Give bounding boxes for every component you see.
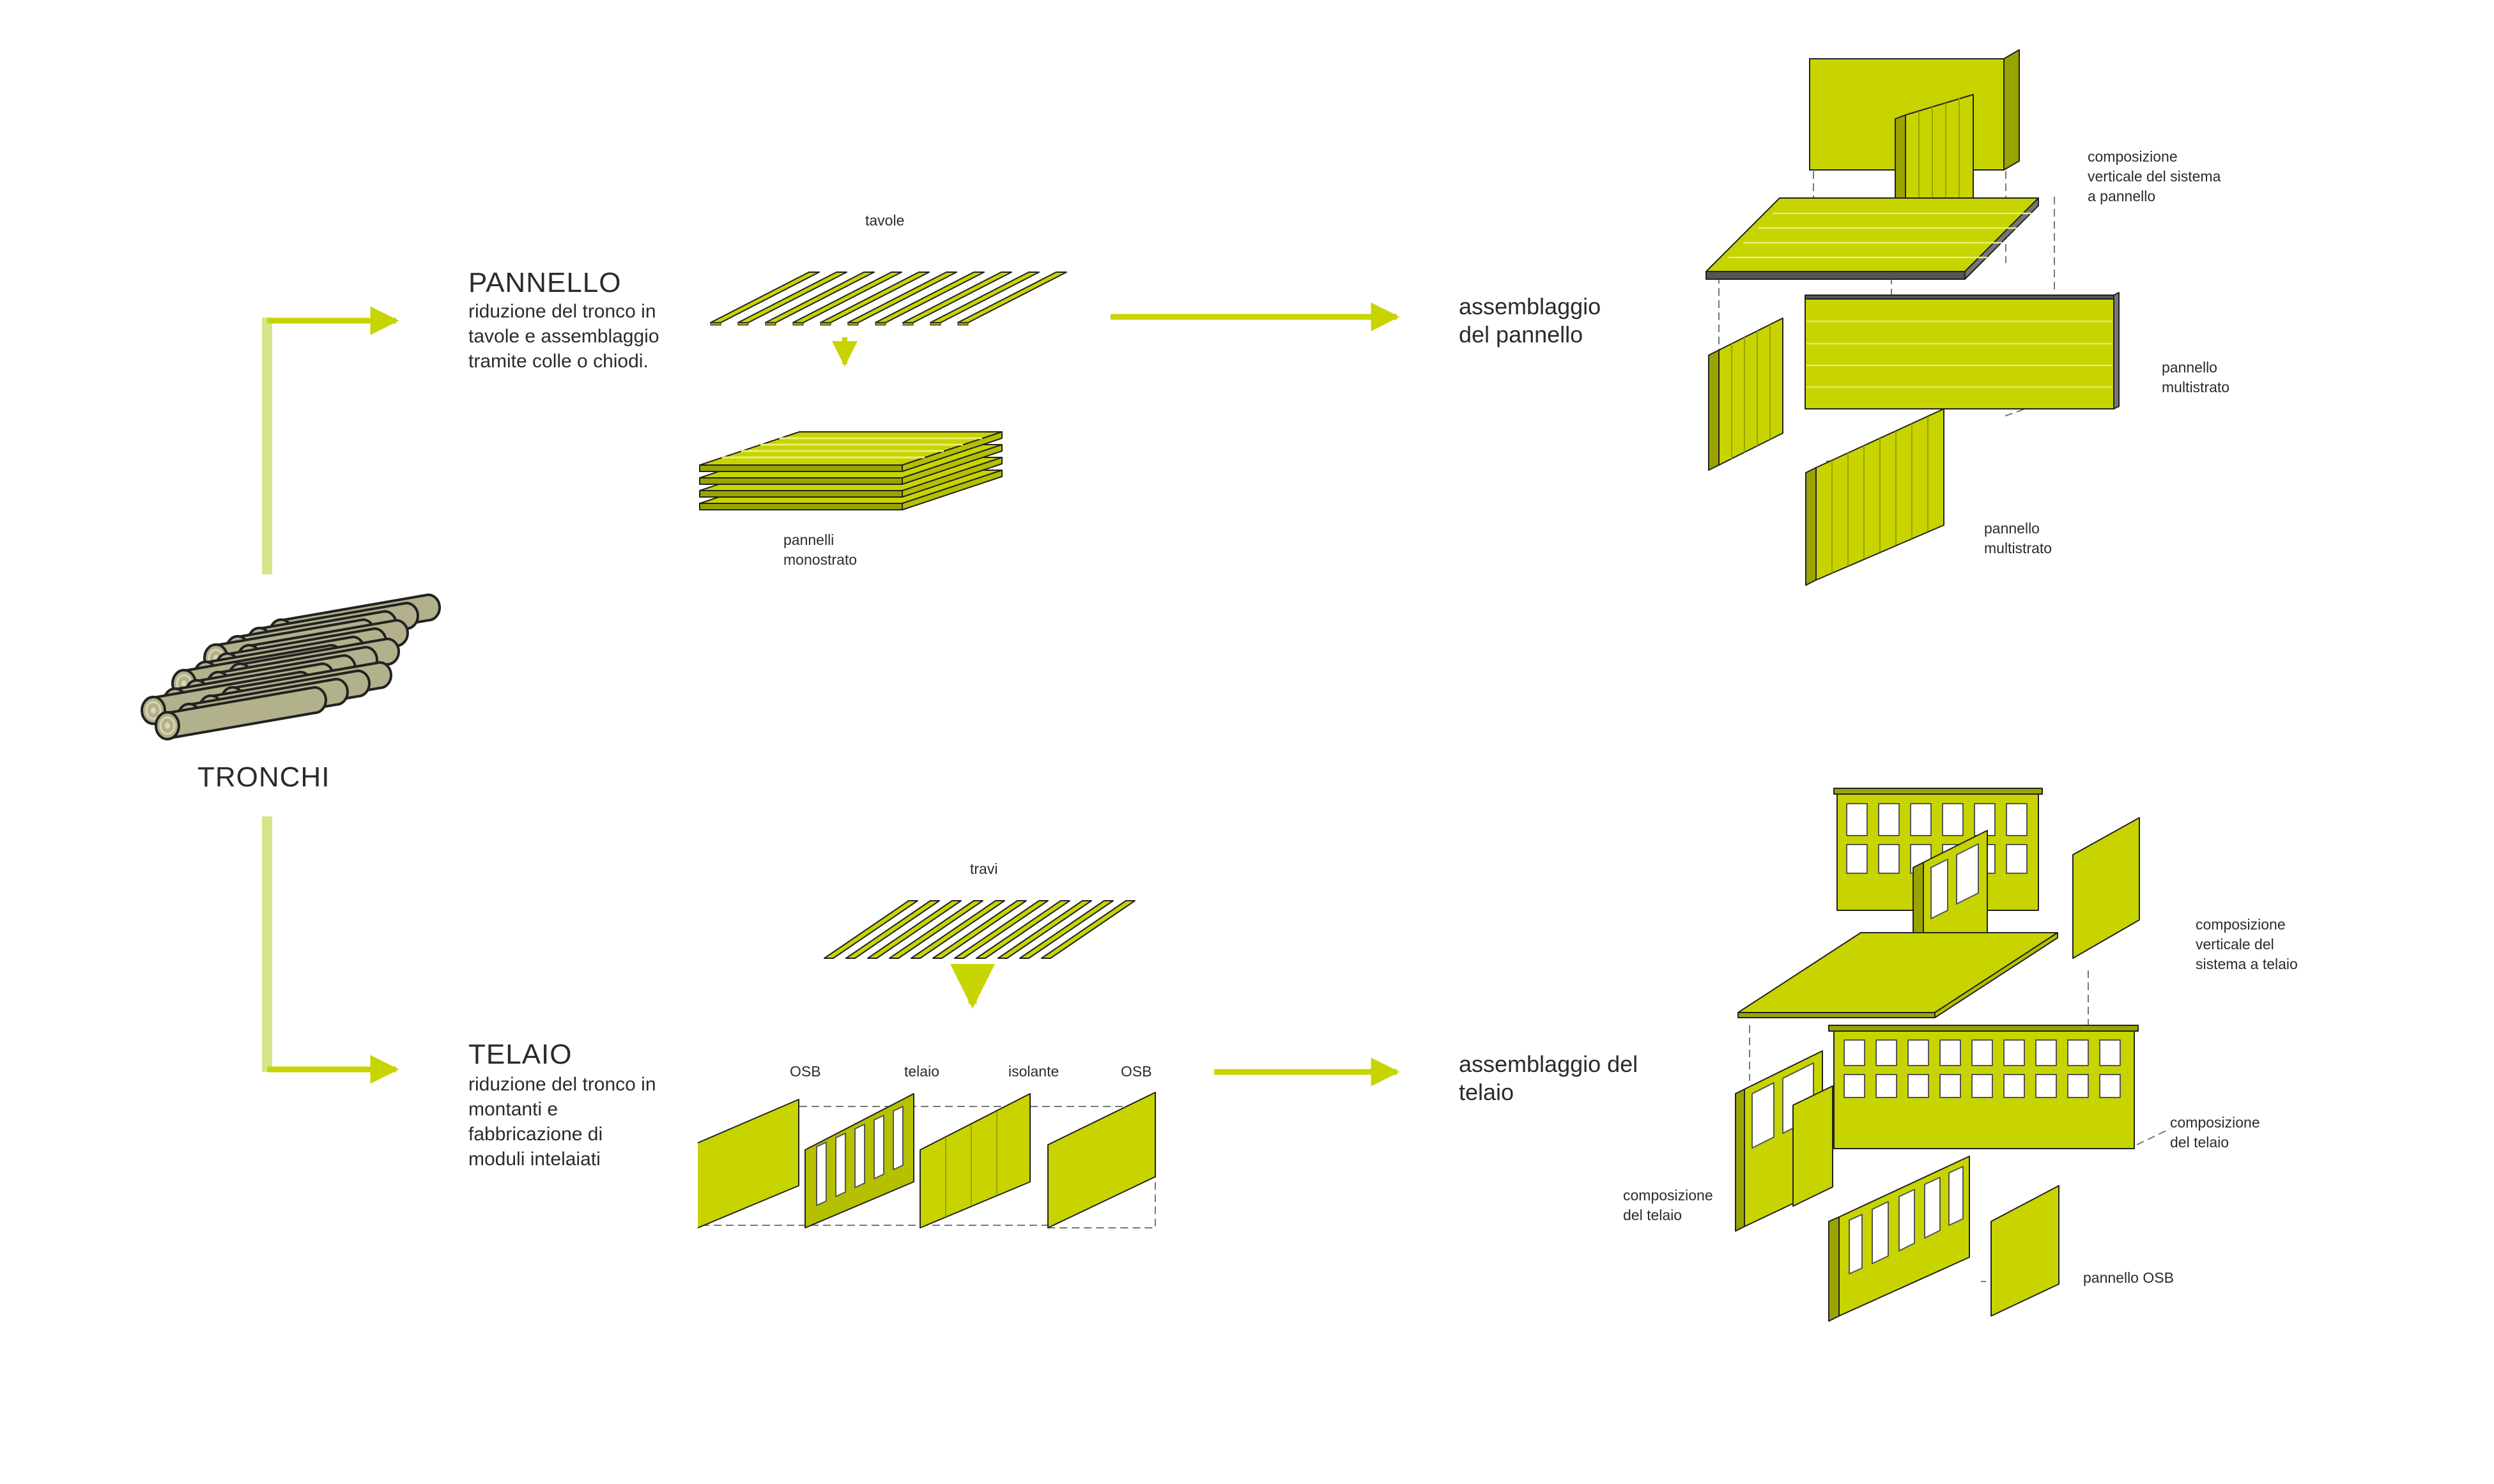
trunk-connector-top xyxy=(262,317,272,574)
composizione-telaio-right-label: composizione del telaio xyxy=(2170,1114,2260,1151)
pannello-description: riduzione del tronco in tavole e assembl… xyxy=(468,301,659,372)
pannello-assembly-diagram xyxy=(1705,49,2120,586)
isolante-label: isolante xyxy=(1008,1063,1059,1080)
pannelli-monostrato-icon xyxy=(699,431,1003,510)
osb-right-label: OSB xyxy=(1121,1063,1152,1080)
log-pile-icon xyxy=(141,593,441,740)
telaio-frame xyxy=(804,1093,914,1228)
osb-right-sheet xyxy=(1047,1092,1156,1228)
composizione-telaio-left-label: composizione del telaio xyxy=(1623,1187,1713,1223)
telaio-title: TELAIO xyxy=(468,1039,573,1070)
assemblaggio-pannello-label: assemblaggio del pannello xyxy=(1459,293,1601,348)
telaio-layer-label: telaio xyxy=(904,1063,939,1080)
flow-connectors xyxy=(262,302,1400,1087)
tavole-label: tavole xyxy=(865,212,905,229)
telaio-layers-diagram xyxy=(697,1092,1156,1228)
tavole-boards-icon xyxy=(710,272,1067,326)
osb-left-sheet xyxy=(697,1099,799,1228)
travi-label: travi xyxy=(970,861,998,877)
assemblaggio-telaio-label: assemblaggio del telaio xyxy=(1459,1051,1638,1105)
pannello-multistrato-bottom-label: pannello multistrato xyxy=(1984,520,2052,556)
telaio-assembly-diagram xyxy=(1735,788,2171,1322)
pannello-title: PANNELLO xyxy=(468,267,622,298)
tronchi-label: TRONCHI xyxy=(197,761,330,793)
pannello-multistrato-right-label: pannello multistrato xyxy=(2162,359,2230,395)
isolante-layer xyxy=(920,1093,1031,1228)
osb-left-label: OSB xyxy=(790,1063,821,1080)
composizione-verticale-telaio-label: composizione verticale del sistema a tel… xyxy=(2196,916,2298,972)
composizione-verticale-pannello-label: composizione verticale del sistema a pan… xyxy=(2088,148,2221,204)
pannelli-monostrato-label: pannelli monostrato xyxy=(783,532,858,568)
trunk-connector-bottom xyxy=(262,816,272,1072)
telaio-description: riduzione del tronco in montanti e fabbr… xyxy=(468,1074,656,1170)
pannello-osb-label: pannello OSB xyxy=(2083,1269,2174,1286)
travi-beams-icon xyxy=(824,900,1135,959)
